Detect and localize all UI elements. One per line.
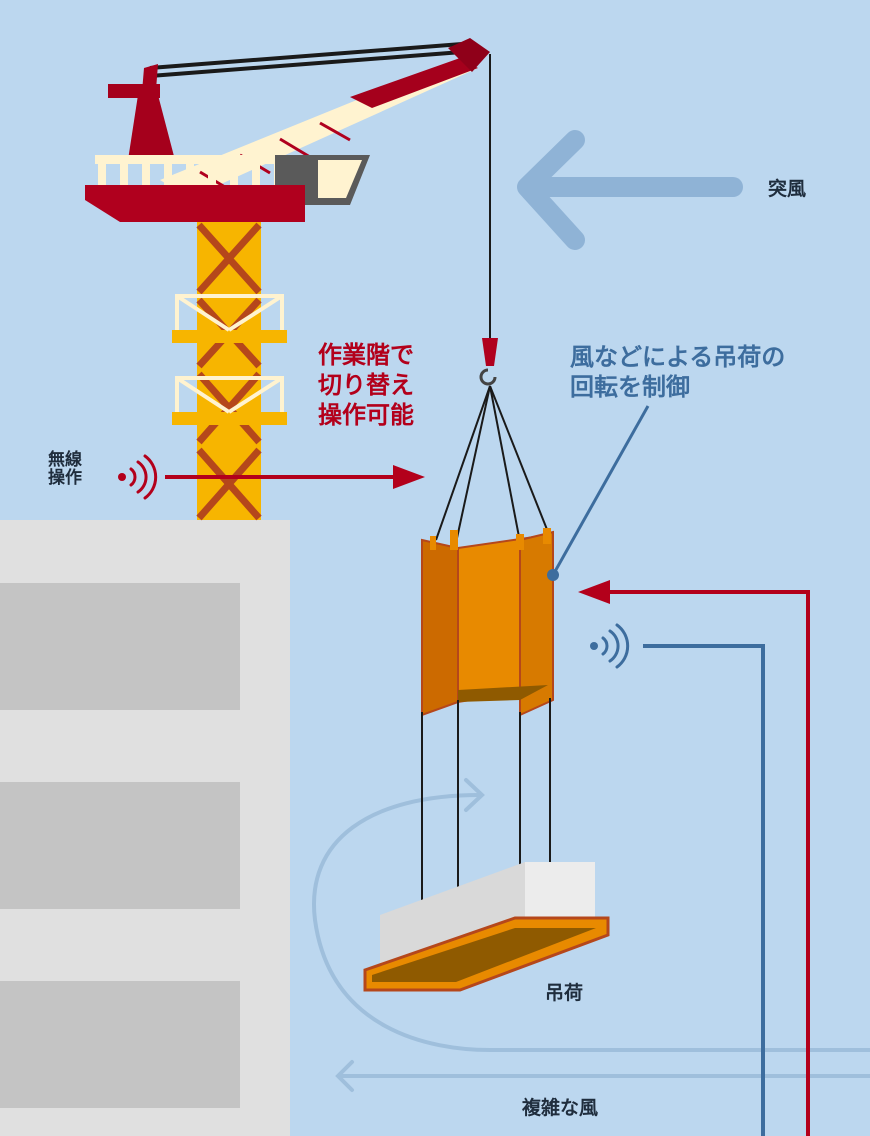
complex-wind-arrows: [312, 778, 870, 1092]
gust-arrow-icon: [517, 130, 743, 250]
slings: [435, 385, 549, 543]
switch-control-line-1: 作業階で: [318, 341, 414, 369]
radio-operation-label: 無線 操作: [48, 450, 82, 488]
rotation-control-line-2: 回転を制御: [570, 373, 690, 401]
radio-operation-line-1: 無線: [48, 450, 82, 470]
rotation-control-line-1: 風などによる吊荷の: [570, 343, 786, 371]
red-control-line: [165, 465, 810, 1136]
building: [0, 520, 290, 1136]
wifi-signal-icon: [118, 454, 158, 500]
suspended-load: [363, 862, 610, 992]
switch-control-label: 作業階で 切り替え 操作可能: [318, 340, 414, 430]
complex-wind-label: 複雑な風: [522, 1097, 599, 1119]
gust-label: 突風: [768, 178, 807, 200]
hook-icon: [479, 54, 498, 386]
crane-upper: [85, 38, 490, 222]
radio-operation-line-2: 操作: [48, 467, 82, 488]
suspended-load-label: 吊荷: [545, 982, 584, 1004]
blue-control-line: [547, 405, 765, 1136]
switch-control-line-2: 切り替え: [318, 371, 414, 399]
rotation-control-label: 風などによる吊荷の 回転を制御: [570, 342, 785, 402]
wifi-signal-icon: [590, 623, 630, 669]
switch-control-line-3: 操作可能: [318, 401, 414, 429]
crane-tower: [172, 212, 287, 521]
rotation-control-device: [421, 528, 554, 717]
